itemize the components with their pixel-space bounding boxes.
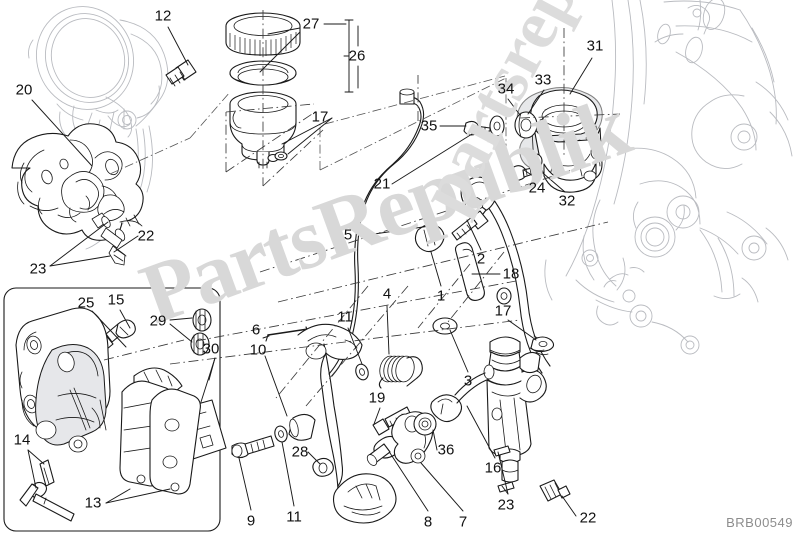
callout-number-33: 33: [534, 71, 552, 89]
callout-number-13: 13: [84, 494, 102, 512]
callout-number-23: 23: [29, 260, 47, 278]
callout-number-21: 21: [373, 175, 391, 193]
callout-number-36: 36: [437, 441, 455, 459]
callout-number-18: 18: [502, 265, 520, 283]
callout-number-23: 23: [497, 496, 515, 514]
callout-number-34: 34: [497, 80, 515, 98]
leader-lines: [27, 23, 593, 517]
callout-number-6: 6: [251, 321, 261, 339]
callout-number-28: 28: [291, 443, 309, 461]
callout-number-22: 22: [579, 509, 597, 527]
parts-29-bleed-caps: [190, 308, 212, 356]
callout-number-3: 3: [463, 372, 473, 390]
callout-number-7: 7: [458, 513, 468, 531]
callout-number-9: 9: [246, 512, 256, 530]
callout-number-12: 12: [154, 7, 172, 25]
part-caliper-detail: [15, 307, 111, 453]
drawing-code: BRB00549: [726, 515, 793, 530]
callout-number-5: 5: [343, 226, 353, 244]
callout-number-10: 10: [249, 341, 267, 359]
callout-number-8: 8: [423, 513, 433, 531]
callout-number-17: 17: [494, 302, 512, 320]
callout-number-25: 25: [77, 294, 95, 312]
part-31-cylinder-guard: [516, 87, 603, 193]
callout-number-1: 1: [436, 287, 446, 305]
bracket-26: [343, 19, 354, 93]
callout-number-32: 32: [558, 192, 576, 210]
callout-number-2: 2: [476, 250, 486, 268]
callout-number-30: 30: [202, 340, 220, 358]
part-12-bolt: [165, 59, 197, 87]
ghost-frame-swingarm: [544, 0, 793, 355]
callout-number-11: 11: [337, 308, 353, 326]
callout-number-31: 31: [586, 37, 604, 55]
callout-number-19: 19: [368, 389, 386, 407]
pedal-shaft-parts: [231, 287, 512, 459]
part-4-return-spring: [378, 355, 423, 389]
callout-number-35: 35: [420, 117, 438, 135]
callout-number-22: 22: [137, 227, 155, 245]
part-16-master-cylinder: [483, 336, 571, 502]
parts-13-brake-pads: [119, 380, 201, 495]
centre-lines: [103, 10, 621, 407]
parts-19-36-7-8-linkage: [366, 372, 490, 466]
callout-number-20: 20: [15, 81, 33, 99]
parts-14-retaining-clip-pin: [19, 459, 75, 522]
callout-number-29: 29: [149, 312, 167, 330]
callout-number-24: 24: [528, 179, 546, 197]
callout-number-27: 27: [302, 15, 320, 33]
callout-number-15: 15: [107, 291, 125, 309]
callout-number-17: 17: [311, 108, 329, 126]
callout-number-26: 26: [348, 47, 366, 65]
callout-number-11: 11: [286, 508, 302, 526]
callout-number-14: 14: [13, 431, 31, 449]
callout-number-16: 16: [484, 459, 502, 477]
callout-number-4: 4: [382, 285, 392, 303]
parts-33-34-35-bushings: [463, 111, 538, 139]
